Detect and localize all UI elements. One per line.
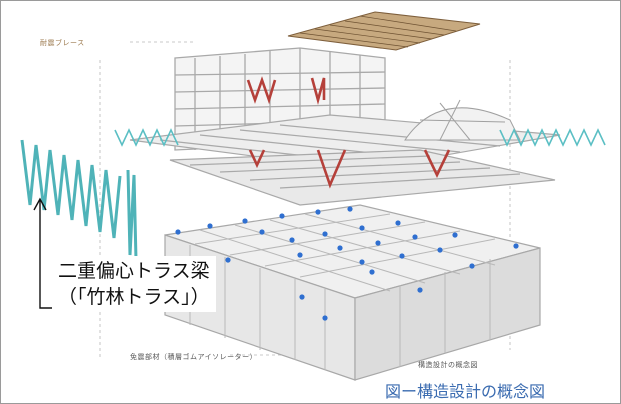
concept-small-label: 構造設計の概念図: [418, 361, 478, 369]
callout-line-2: （「竹林トラス」）: [58, 286, 210, 308]
truss-band: [114, 128, 606, 147]
bamboo-truss: [20, 139, 138, 261]
bracing-label: 耐震ブレース: [40, 39, 85, 47]
isolation-label: 免震部材（積層ゴムアイソレーター）: [130, 353, 258, 361]
lower-slab: [169, 149, 556, 206]
figure-caption: 図ー構造設計の概念図: [385, 382, 546, 401]
seismic-braces: [246, 76, 451, 189]
roof-panel: [287, 11, 481, 51]
callout-line-1: 二重偏心トラス梁: [58, 260, 210, 282]
callout-arrow: [33, 197, 52, 309]
dome: [404, 99, 521, 141]
bamboo-truss-callout: 二重偏心トラス梁 （「竹林トラス」）: [54, 256, 216, 312]
